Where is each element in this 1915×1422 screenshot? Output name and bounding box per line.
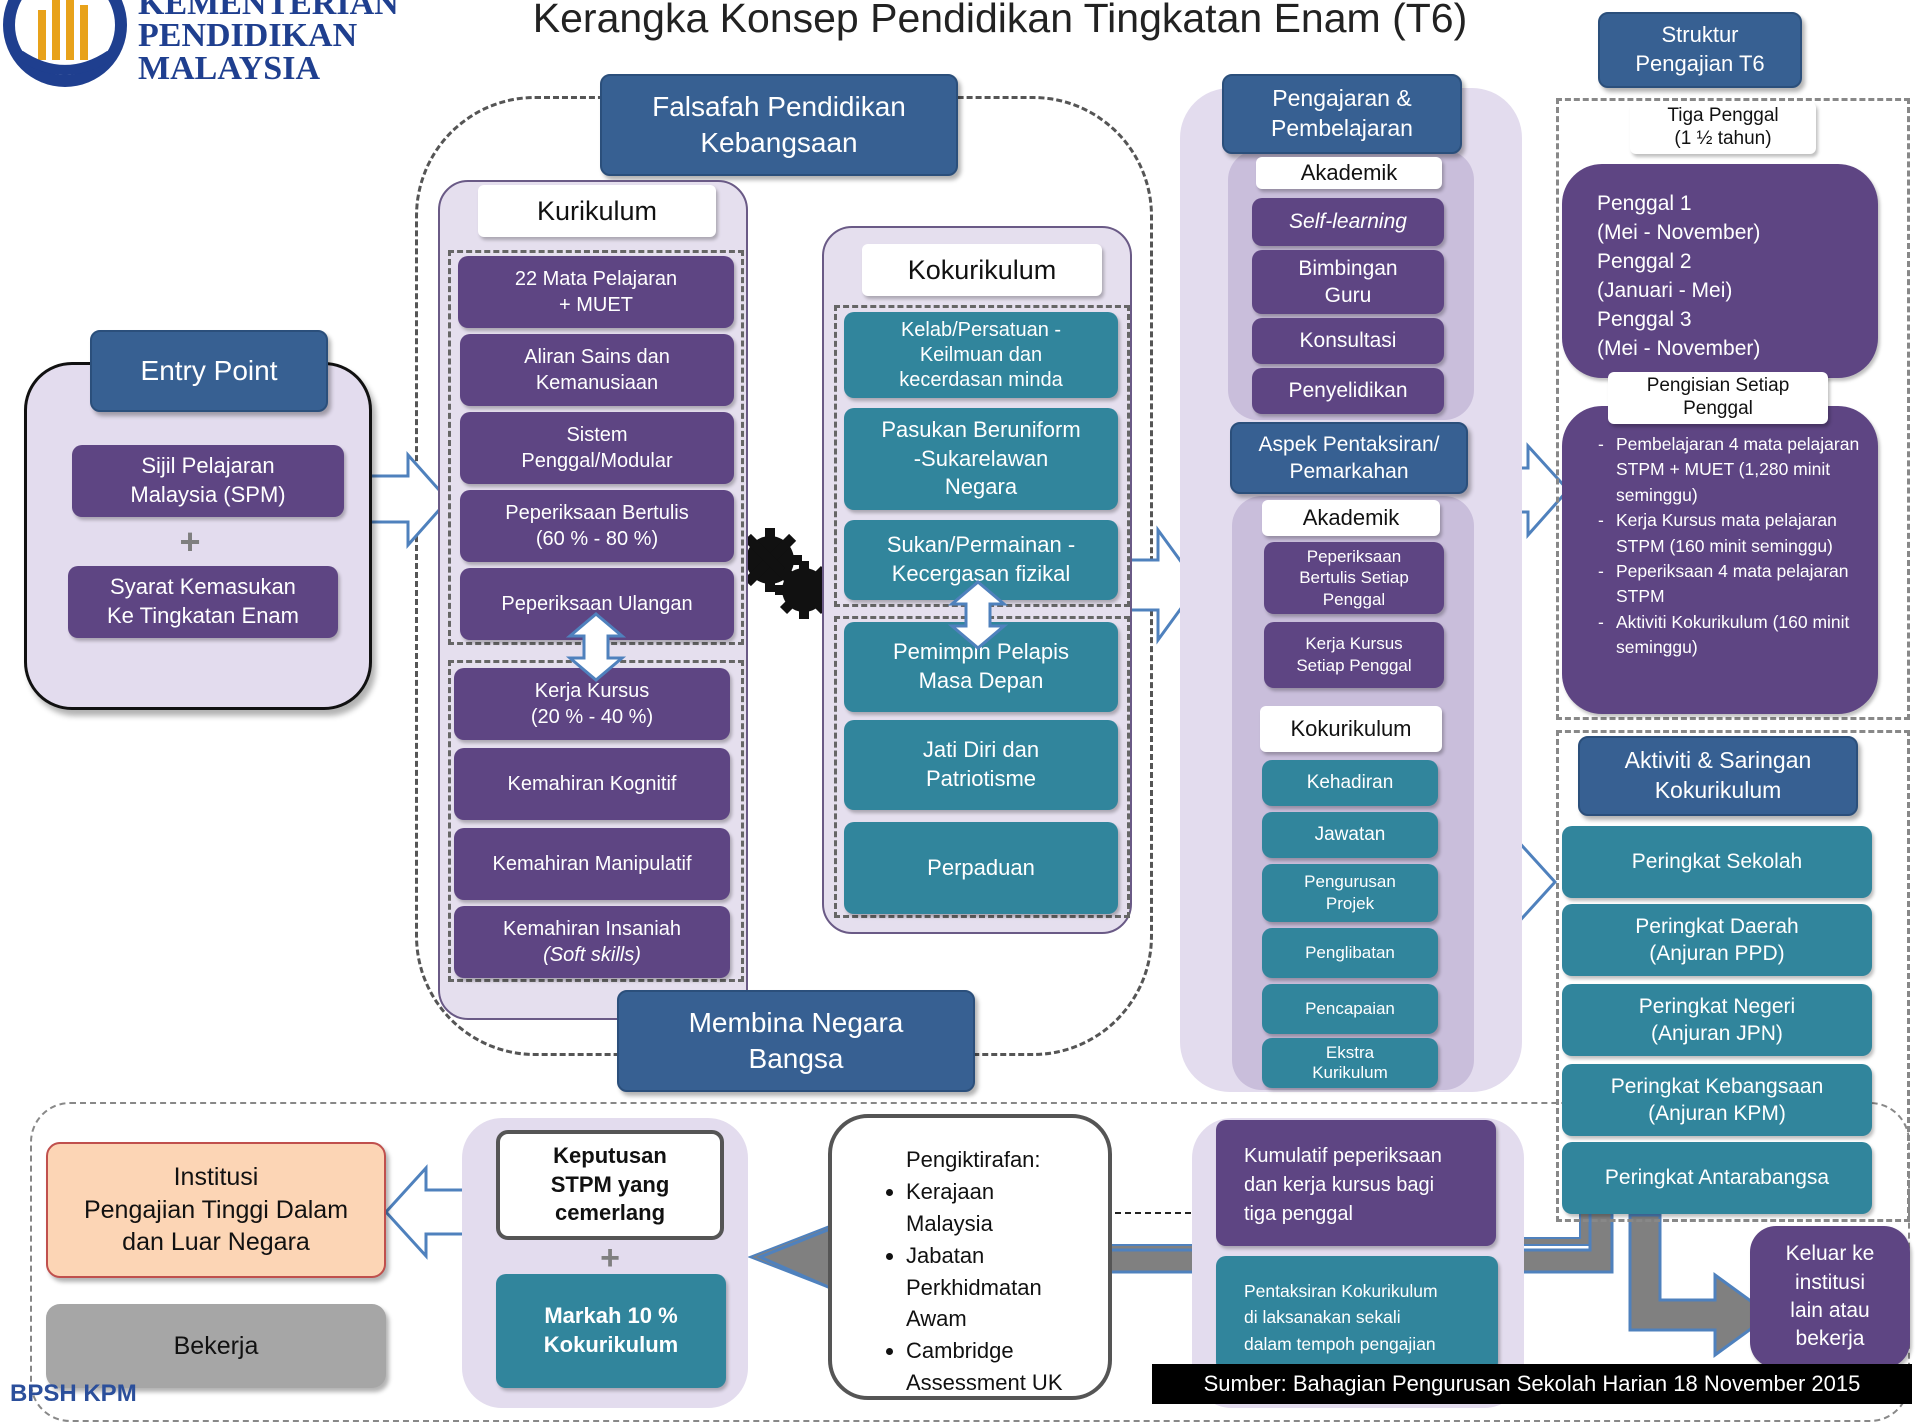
logo-emblem-icon [3,0,127,87]
kokurikulum-item: Pasukan Beruniform -Sukarelawan Negara [844,408,1118,510]
gear-icon [738,528,833,619]
tiga-penggal-label: Tiga Penggal (1 ½ tahun) [1630,102,1816,154]
logo-text: KEMENTERIAN PENDIDIKAN MALAYSIA [138,0,428,85]
keputusan-box: Keputusan STPM yang cemerlang [496,1130,724,1240]
double-arrow-icon [947,580,1009,650]
pengisian-bullet: Pembelajaran 4 mata pelajaran STPM + MUE… [1598,432,1870,508]
kurikulum-item: Kemahiran Manipulatif [454,828,730,900]
keluar-box: Keluar ke institusi lain atau bekerja [1750,1226,1910,1368]
kurikulum-item: Kemahiran Kognitif [454,748,730,820]
aspek-koku-item: Kehadiran [1262,760,1438,806]
aspek-akademik-label: Akademik [1262,500,1440,536]
entry-title: Entry Point [90,330,328,412]
pengisian-label: Pengisian Setiap Penggal [1608,372,1828,424]
pengiktirafan-item: Kerajaan Malaysia [906,1176,1108,1240]
logo-line-1: KEMENTERIAN [138,0,399,22]
institusi-box: Institusi Pengajian Tinggi Dalam dan Lua… [46,1142,386,1278]
kurikulum-item: Aliran Sains dan Kemanusiaan [460,334,734,406]
kurikulum-item: Peperiksaan Ulangan [460,568,734,640]
pengisian-bullet: Aktiviti Kokurikulum (160 minit seminggu… [1598,610,1870,661]
soft-skills-label: (Soft skills) [543,944,641,966]
keputusan-plus: + [600,1238,620,1277]
struktur-dashed-upper [1556,98,1910,720]
falsafah-box: Falsafah Pendidikan Kebangsaan [600,74,958,176]
aspek-koku-item: Jawatan [1262,812,1438,858]
aspek-kokurikulum-label: Kokurikulum [1260,706,1442,752]
kumulatif-box: Kumulatif peperiksaan dan kerja kursus b… [1216,1120,1496,1246]
kokurikulum-item: Perpaduan [844,822,1118,914]
logo-line-3: MALAYSIA [138,49,321,87]
pengisian-bullet: Peperiksaan 4 mata pelajaran STPM [1598,559,1870,610]
pengiktirafan-item: Jabatan Perkhidmatan Awam [906,1240,1108,1336]
pnp-item: Bimbingan Guru [1252,250,1444,314]
page-title: Kerangka Konsep Pendidikan Tingkatan Ena… [532,0,1468,41]
aspek-item: Kerja Kursus Setiap Penggal [1264,622,1444,688]
kokurikulum-title: Kokurikulum [862,244,1102,296]
penggal-box [1562,164,1878,378]
kpm-logo [0,0,130,90]
self-learning-label: Self-learning [1289,210,1407,233]
peringkat-item: Peringkat Sekolah [1562,826,1872,898]
aktiviti-title: Aktiviti & Saringan Kokurikulum [1578,736,1858,816]
pengiktirafan-item: Cambridge Assessment UK [906,1335,1108,1399]
pnp-item: Konsultasi [1252,318,1444,364]
peringkat-item: Peringkat Kebangsaan (Anjuran KPM) [1562,1064,1872,1136]
membina-box: Membina Negara Bangsa [617,990,975,1092]
peringkat-item: Peringkat Negeri (Anjuran JPN) [1562,984,1872,1056]
entry-spm: Sijil Pelajaran Malaysia (SPM) [72,445,344,517]
entry-panel [24,362,372,710]
aspek-koku-item: Ekstra Kurikulum [1262,1038,1438,1088]
pnp-item: Self-learning [1252,198,1444,246]
kurikulum-title: Kurikulum [478,185,716,237]
aspek-koku-item: Pencapaian [1262,984,1438,1034]
pentaksiran-box: Pentaksiran Kokurikulum di laksanakan se… [1216,1256,1498,1372]
markah-box: Markah 10 % Kokurikulum [496,1274,726,1388]
struktur-dashed-lower [1556,730,1910,1222]
pnp-title: Pengajaran & Pembelajaran [1222,74,1462,154]
bekerja-box: Bekerja [46,1304,386,1388]
penggal-text: Penggal 1 (Mei - November) Penggal 2 (Ja… [1597,192,1761,360]
struktur-title: Struktur Pengajian T6 [1598,12,1802,88]
kurikulum-item: 22 Mata Pelajaran + MUET [458,256,734,328]
bpsh-label: BPSH KPM [10,1380,137,1407]
kurikulum-item: Sistem Penggal/Modular [460,412,734,484]
entry-syarat: Syarat Kemasukan Ke Tingkatan Enam [68,566,338,638]
pengisian-bullets: Pembelajaran 4 mata pelajaran STPM + MUE… [1580,432,1870,660]
pengiktirafan-box: Pengiktirafan: Kerajaan Malaysia Jabatan… [828,1114,1112,1400]
kokurikulum-item: Pemimpin Pelapis Masa Depan [844,622,1118,712]
kokurikulum-item: Kelab/Persatuan - Keilmuan dan kecerdasa… [844,312,1118,398]
kurikulum-item-insaniah: Kemahiran Insaniah (Soft skills) [454,906,730,978]
pengisian-bullet: Kerja Kursus mata pelajaran STPM (160 mi… [1598,508,1870,559]
kokurikulum-item: Jati Diri dan Patriotisme [844,720,1118,810]
kurikulum-item: Kerja Kursus (20 % - 40 %) [454,668,730,740]
peringkat-item: Peringkat Daerah (Anjuran PPD) [1562,904,1872,976]
aspek-koku-item: Penglibatan [1262,928,1438,978]
entry-plus: + [179,521,201,562]
double-arrow-icon [565,612,627,682]
pnp-akademik-label: Akademik [1256,157,1442,189]
peringkat-item: Peringkat Antarabangsa [1562,1142,1872,1214]
kurikulum-item: Peperiksaan Bertulis (60 % - 80 %) [460,490,734,562]
pengiktirafan-title: Pengiktirafan: [906,1147,1041,1172]
aspek-koku-item: Pengurusan Projek [1262,864,1438,922]
logo-line-2: PENDIDIKAN [138,17,358,55]
aspek-item: Peperiksaan Bertulis Setiap Penggal [1264,542,1444,614]
sumber-bar: Sumber: Bahagian Pengurusan Sekolah Hari… [1152,1364,1912,1404]
aspek-title: Aspek Pentaksiran/ Pemarkahan [1230,422,1468,494]
insaniah-label: Kemahiran Insaniah [503,918,681,940]
pnp-item: Penyelidikan [1252,368,1444,414]
